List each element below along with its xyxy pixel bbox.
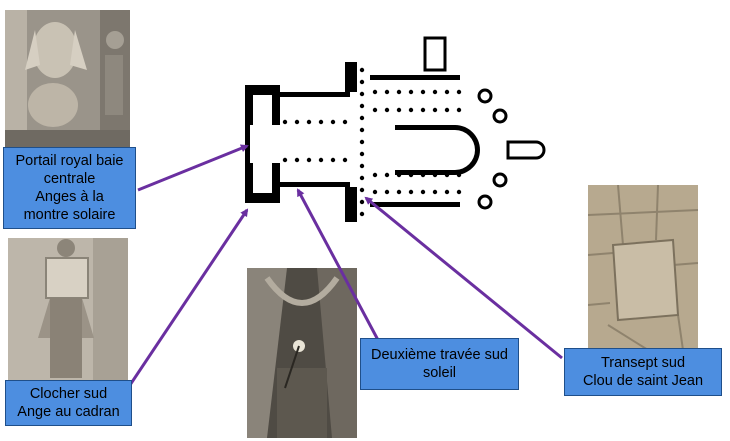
pillar-dot — [359, 151, 365, 157]
travee-vault-photo — [247, 268, 357, 438]
pillar-dot — [384, 89, 390, 95]
portail-angels-photo — [5, 10, 130, 150]
pillar-dot — [444, 89, 450, 95]
pillar-dot — [294, 157, 300, 163]
pillar-dot — [282, 157, 288, 163]
pillar-dot — [432, 107, 438, 113]
pillar-dot — [359, 199, 365, 205]
pillar-dot — [396, 107, 402, 113]
label-deuxieme-travee: Deuxième travée sud soleil — [360, 338, 519, 390]
pillar-dot — [420, 89, 426, 95]
pillar-dot — [359, 115, 365, 121]
radiating-chapel — [477, 88, 493, 104]
label-portail-line3: Anges à la — [35, 189, 104, 205]
arrow-clocher — [128, 208, 249, 386]
clocher-angel-photo — [8, 238, 128, 383]
label-transept-sud: Transept sud Clou de saint Jean — [564, 348, 722, 396]
label-portail-line1: Portail royal baie — [15, 153, 124, 169]
label-transept-line1: Transept sud — [600, 355, 686, 371]
pillar-dot — [408, 189, 414, 195]
west-tower-north — [245, 85, 280, 125]
pillar-dot — [342, 157, 348, 163]
cathedral-floor-plan — [245, 36, 546, 222]
pillar-dot — [342, 119, 348, 125]
pillar-dot — [456, 89, 462, 95]
pillar-dot — [444, 107, 450, 113]
pillar-dot — [384, 172, 390, 178]
pillar-dot — [318, 119, 324, 125]
label-clocher-line1: Clocher sud — [29, 386, 108, 402]
pillar-dot — [396, 189, 402, 195]
label-travee-line1: Deuxième travée sud — [370, 347, 508, 363]
radiating-chapel — [492, 172, 508, 188]
chevet-north-wall — [370, 75, 460, 80]
chevet-south-wall — [370, 202, 460, 207]
pillar-dot — [420, 189, 426, 195]
label-portail-line4: montre solaire — [23, 207, 116, 223]
pillar-dot — [359, 67, 365, 73]
pillar-dot — [359, 139, 365, 145]
label-transept-line2: Clou de saint Jean — [582, 373, 704, 389]
label-clocher-sud: Clocher sud Ange au cadran — [5, 380, 132, 426]
label-travee-line2: soleil — [422, 365, 457, 381]
choir-apse — [395, 125, 480, 175]
nave-north-wall — [280, 92, 350, 97]
nave-south-wall — [280, 182, 350, 187]
pillar-dot — [408, 172, 414, 178]
pillar-dot — [456, 189, 462, 195]
pillar-dot — [359, 211, 365, 217]
pillar-dot — [408, 107, 414, 113]
pillar-dot — [330, 119, 336, 125]
pillar-dot — [396, 89, 402, 95]
transept-north — [345, 62, 357, 92]
pillar-dot — [408, 89, 414, 95]
arrow-portail — [137, 144, 249, 192]
pillar-dot — [444, 189, 450, 195]
pillar-dot — [330, 157, 336, 163]
pillar-dot — [294, 119, 300, 125]
radiating-chapel — [492, 108, 508, 124]
pillar-dot — [372, 189, 378, 195]
pillar-dot — [420, 107, 426, 113]
label-portail-royal: Portail royal baie centrale Anges à la m… — [3, 147, 136, 229]
pillar-dot — [372, 172, 378, 178]
pillar-dot — [372, 89, 378, 95]
pillar-dot — [384, 107, 390, 113]
east-chapel — [506, 140, 546, 160]
pillar-dot — [444, 172, 450, 178]
pillar-dot — [359, 163, 365, 169]
transept-south — [345, 187, 357, 222]
radiating-chapel — [477, 194, 493, 210]
pillar-dot — [306, 157, 312, 163]
pillar-dot — [318, 157, 324, 163]
pillar-dot — [359, 103, 365, 109]
pillar-dot — [359, 175, 365, 181]
west-facade-left-wall — [245, 125, 250, 163]
transept-floor-photo — [588, 185, 698, 350]
pillar-dot — [359, 127, 365, 133]
label-clocher-line2: Ange au cadran — [17, 404, 120, 420]
pillar-dot — [306, 119, 312, 125]
label-portail-line2: centrale — [43, 171, 96, 187]
pillar-dot — [432, 189, 438, 195]
pillar-dot — [384, 189, 390, 195]
pillar-dot — [359, 187, 365, 193]
pillar-dot — [456, 172, 462, 178]
pillar-dot — [396, 172, 402, 178]
pillar-dot — [359, 79, 365, 85]
pillar-dot — [432, 172, 438, 178]
pillar-dot — [456, 107, 462, 113]
north-sacristy — [423, 36, 447, 72]
pillar-dot — [372, 107, 378, 113]
pillar-dot — [359, 91, 365, 97]
pillar-dot — [420, 172, 426, 178]
pillar-dot — [282, 119, 288, 125]
west-tower-south — [245, 163, 280, 203]
pillar-dot — [432, 89, 438, 95]
